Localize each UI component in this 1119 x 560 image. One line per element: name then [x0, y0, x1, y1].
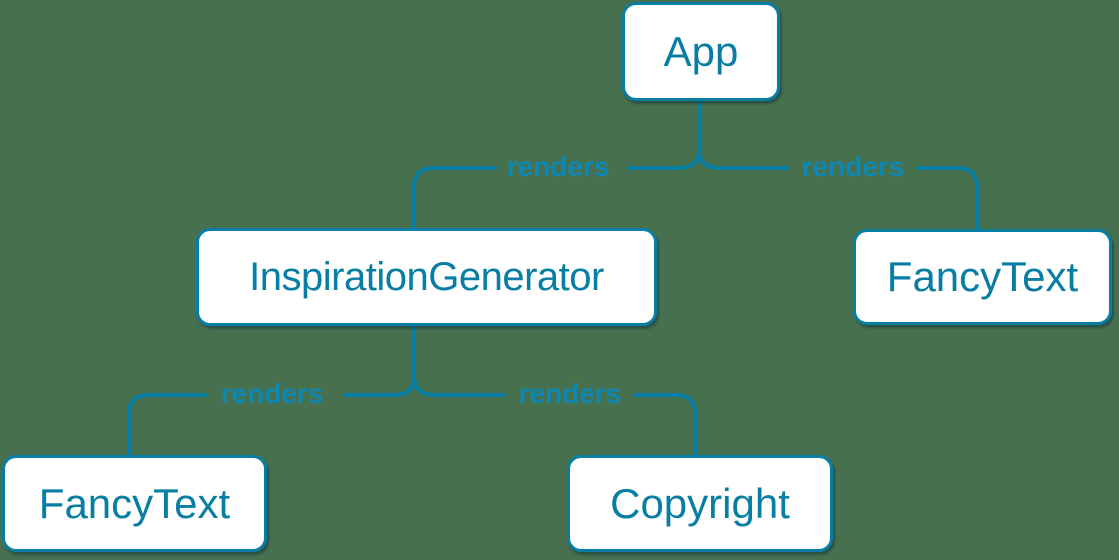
- edge-segment: [627, 148, 701, 170]
- node-inspiration-generator: InspirationGenerator: [196, 228, 657, 326]
- edge-label-renders-inspiration-fancytext: renders: [220, 378, 324, 409]
- edge-inspiration-generator-to-copyright: [412, 375, 697, 459]
- edge-app-to-fancy-text: [697, 148, 979, 233]
- node-fancy-text-top-right: FancyText: [853, 229, 1112, 325]
- edge-segment: [127, 393, 207, 459]
- edge-segment: [412, 166, 497, 231]
- node-copyright: Copyright: [567, 455, 833, 552]
- node-fancy-text-bottom-left: FancyText: [2, 455, 267, 552]
- edge-segment: [412, 375, 505, 397]
- edge-segment: [633, 393, 697, 459]
- edge-label-renders-inspiration-copyright: renders: [518, 378, 622, 409]
- edge-segment: [916, 166, 979, 233]
- node-app: App: [622, 2, 780, 101]
- edge-label-renders-app-fancytext: renders: [801, 151, 905, 182]
- edge-segment: [697, 148, 790, 170]
- edge-segment: [343, 375, 416, 397]
- edge-label-renders-app-inspiration: renders: [506, 151, 610, 182]
